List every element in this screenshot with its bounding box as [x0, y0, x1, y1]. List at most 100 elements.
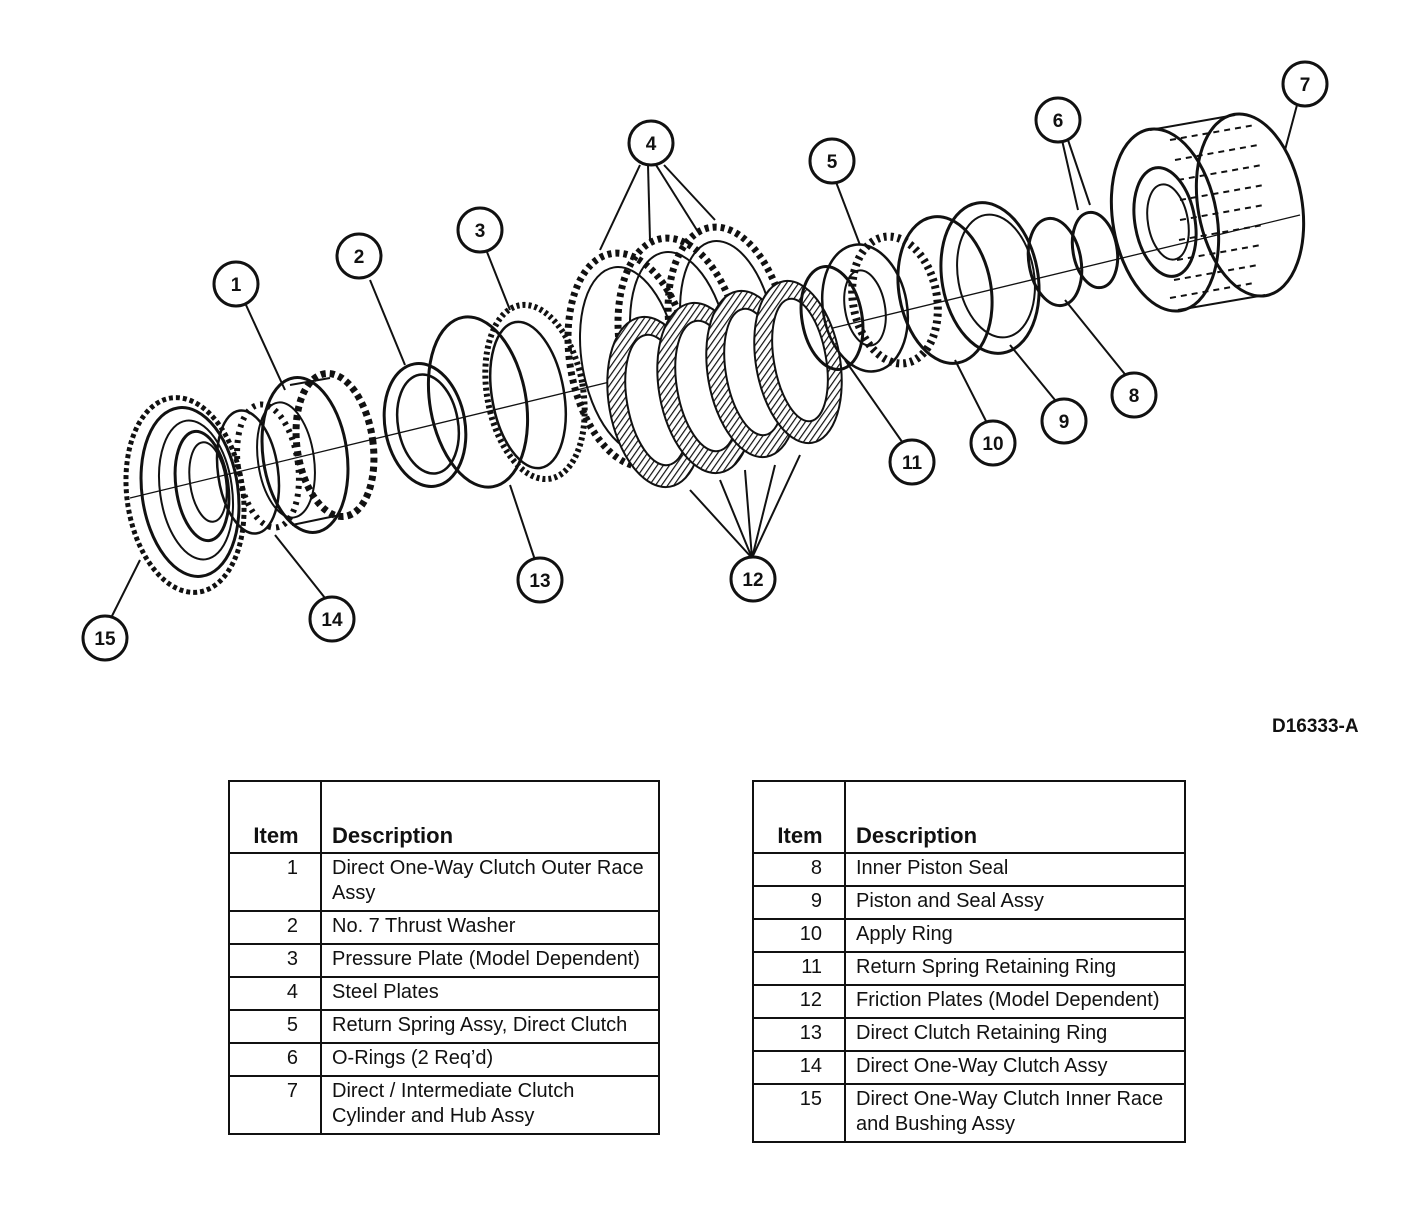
- callout-6: 6: [1053, 111, 1064, 132]
- callout-2: 2: [354, 247, 365, 268]
- callout-circle-8: [1110, 371, 1158, 419]
- header-description: Description: [320, 780, 660, 854]
- callout-circle-10: [969, 419, 1017, 467]
- part-5-return-spring-assy: [820, 232, 942, 373]
- exploded-clutch-diagram: 1 2 3 4 5 6 7 8 9 10 11 12 13 14 15: [81, 60, 1329, 662]
- item-number: 5: [228, 1009, 322, 1044]
- callout-circle-9: [1040, 397, 1088, 445]
- part-11-return-spring-ring: [799, 265, 865, 371]
- item-description: Return Spring Retaining Ring: [844, 951, 1186, 986]
- item-number: 11: [752, 951, 846, 986]
- part-13-retaining-ring: [426, 315, 530, 489]
- callout-4: 4: [646, 134, 657, 155]
- callout-13: 13: [529, 571, 550, 592]
- part-10-apply-ring: [896, 215, 994, 365]
- part-15-inner-race: [123, 395, 247, 595]
- item-description: Inner Piston Seal: [844, 852, 1186, 887]
- item-description: Return Spring Assy, Direct Clutch: [320, 1009, 660, 1044]
- item-number: 8: [752, 852, 846, 887]
- part-3-pressure-plate: [482, 301, 588, 483]
- callout-11: 11: [902, 453, 923, 474]
- item-number: 13: [752, 1017, 846, 1052]
- callout-circle-11: [888, 438, 936, 486]
- part-6-o-ring: [1070, 210, 1120, 290]
- item-number: 1: [228, 852, 322, 912]
- leader-lines: [109, 104, 1298, 621]
- table-header-row: Item Description: [228, 780, 660, 854]
- item-description: Apply Ring: [844, 918, 1186, 953]
- header-item: Item: [228, 780, 322, 854]
- item-description: Direct Clutch Retaining Ring: [844, 1017, 1186, 1052]
- item-description: Direct One-Way Clutch Inner Race and Bus…: [844, 1083, 1186, 1143]
- callout-circle-1: [212, 260, 260, 308]
- table-header-row: Item Description: [752, 780, 1186, 854]
- part-1-outer-race: [260, 370, 378, 534]
- reference-code: D16333-A: [1272, 716, 1359, 737]
- item-description: Direct One-Way Clutch Outer Race Assy: [320, 852, 660, 912]
- header-description: Description: [844, 780, 1186, 854]
- part-12-friction-plates: [606, 279, 843, 489]
- callout-markers: [81, 60, 1329, 662]
- callout-circle-7: [1281, 60, 1329, 108]
- item-number: 7: [228, 1075, 322, 1135]
- item-number: 6: [228, 1042, 322, 1077]
- part-9-piston: [939, 201, 1041, 355]
- callout-circle-14: [308, 595, 356, 643]
- callout-10: 10: [982, 434, 1003, 455]
- callout-14: 14: [321, 610, 343, 631]
- item-description: Direct / Intermediate Clutch Cylinder an…: [320, 1075, 660, 1135]
- part-8-inner-piston-seal: [1026, 216, 1084, 308]
- item-number: 14: [752, 1050, 846, 1085]
- callout-circle-13: [516, 556, 564, 604]
- callout-circle-4: [627, 119, 675, 167]
- part-2-thrust-washer: [382, 362, 468, 488]
- item-description: O-Rings (2 Req’d): [320, 1042, 660, 1077]
- callout-12: 12: [742, 570, 763, 591]
- callout-numbers: 1 2 3 4 5 6 7 8 9 10 11 12 13 14 15: [94, 75, 1310, 650]
- part-7-cylinder-hub: [1109, 112, 1306, 313]
- callout-circle-15: [81, 614, 129, 662]
- callout-9: 9: [1059, 412, 1070, 433]
- callout-15: 15: [94, 629, 116, 650]
- item-description: Steel Plates: [320, 976, 660, 1011]
- item-description: Pressure Plate (Model Dependent): [320, 943, 660, 978]
- item-description: No. 7 Thrust Washer: [320, 910, 660, 945]
- callout-3: 3: [475, 221, 486, 242]
- item-description: Piston and Seal Assy: [844, 885, 1186, 920]
- callout-circle-6: [1034, 96, 1082, 144]
- item-number: 10: [752, 918, 846, 953]
- callout-8: 8: [1129, 386, 1140, 407]
- callout-circle-5: [808, 137, 856, 185]
- callout-circle-2: [335, 232, 383, 280]
- item-number: 9: [752, 885, 846, 920]
- callout-circle-12: [729, 555, 777, 603]
- item-description: Friction Plates (Model Dependent): [844, 984, 1186, 1019]
- item-number: 12: [752, 984, 846, 1019]
- item-number: 2: [228, 910, 322, 945]
- item-number: 3: [228, 943, 322, 978]
- callout-7: 7: [1300, 75, 1311, 96]
- callout-1: 1: [231, 275, 242, 296]
- header-item: Item: [752, 780, 846, 854]
- item-number: 4: [228, 976, 322, 1011]
- item-description: Direct One-Way Clutch Assy: [844, 1050, 1186, 1085]
- callout-circle-3: [456, 206, 504, 254]
